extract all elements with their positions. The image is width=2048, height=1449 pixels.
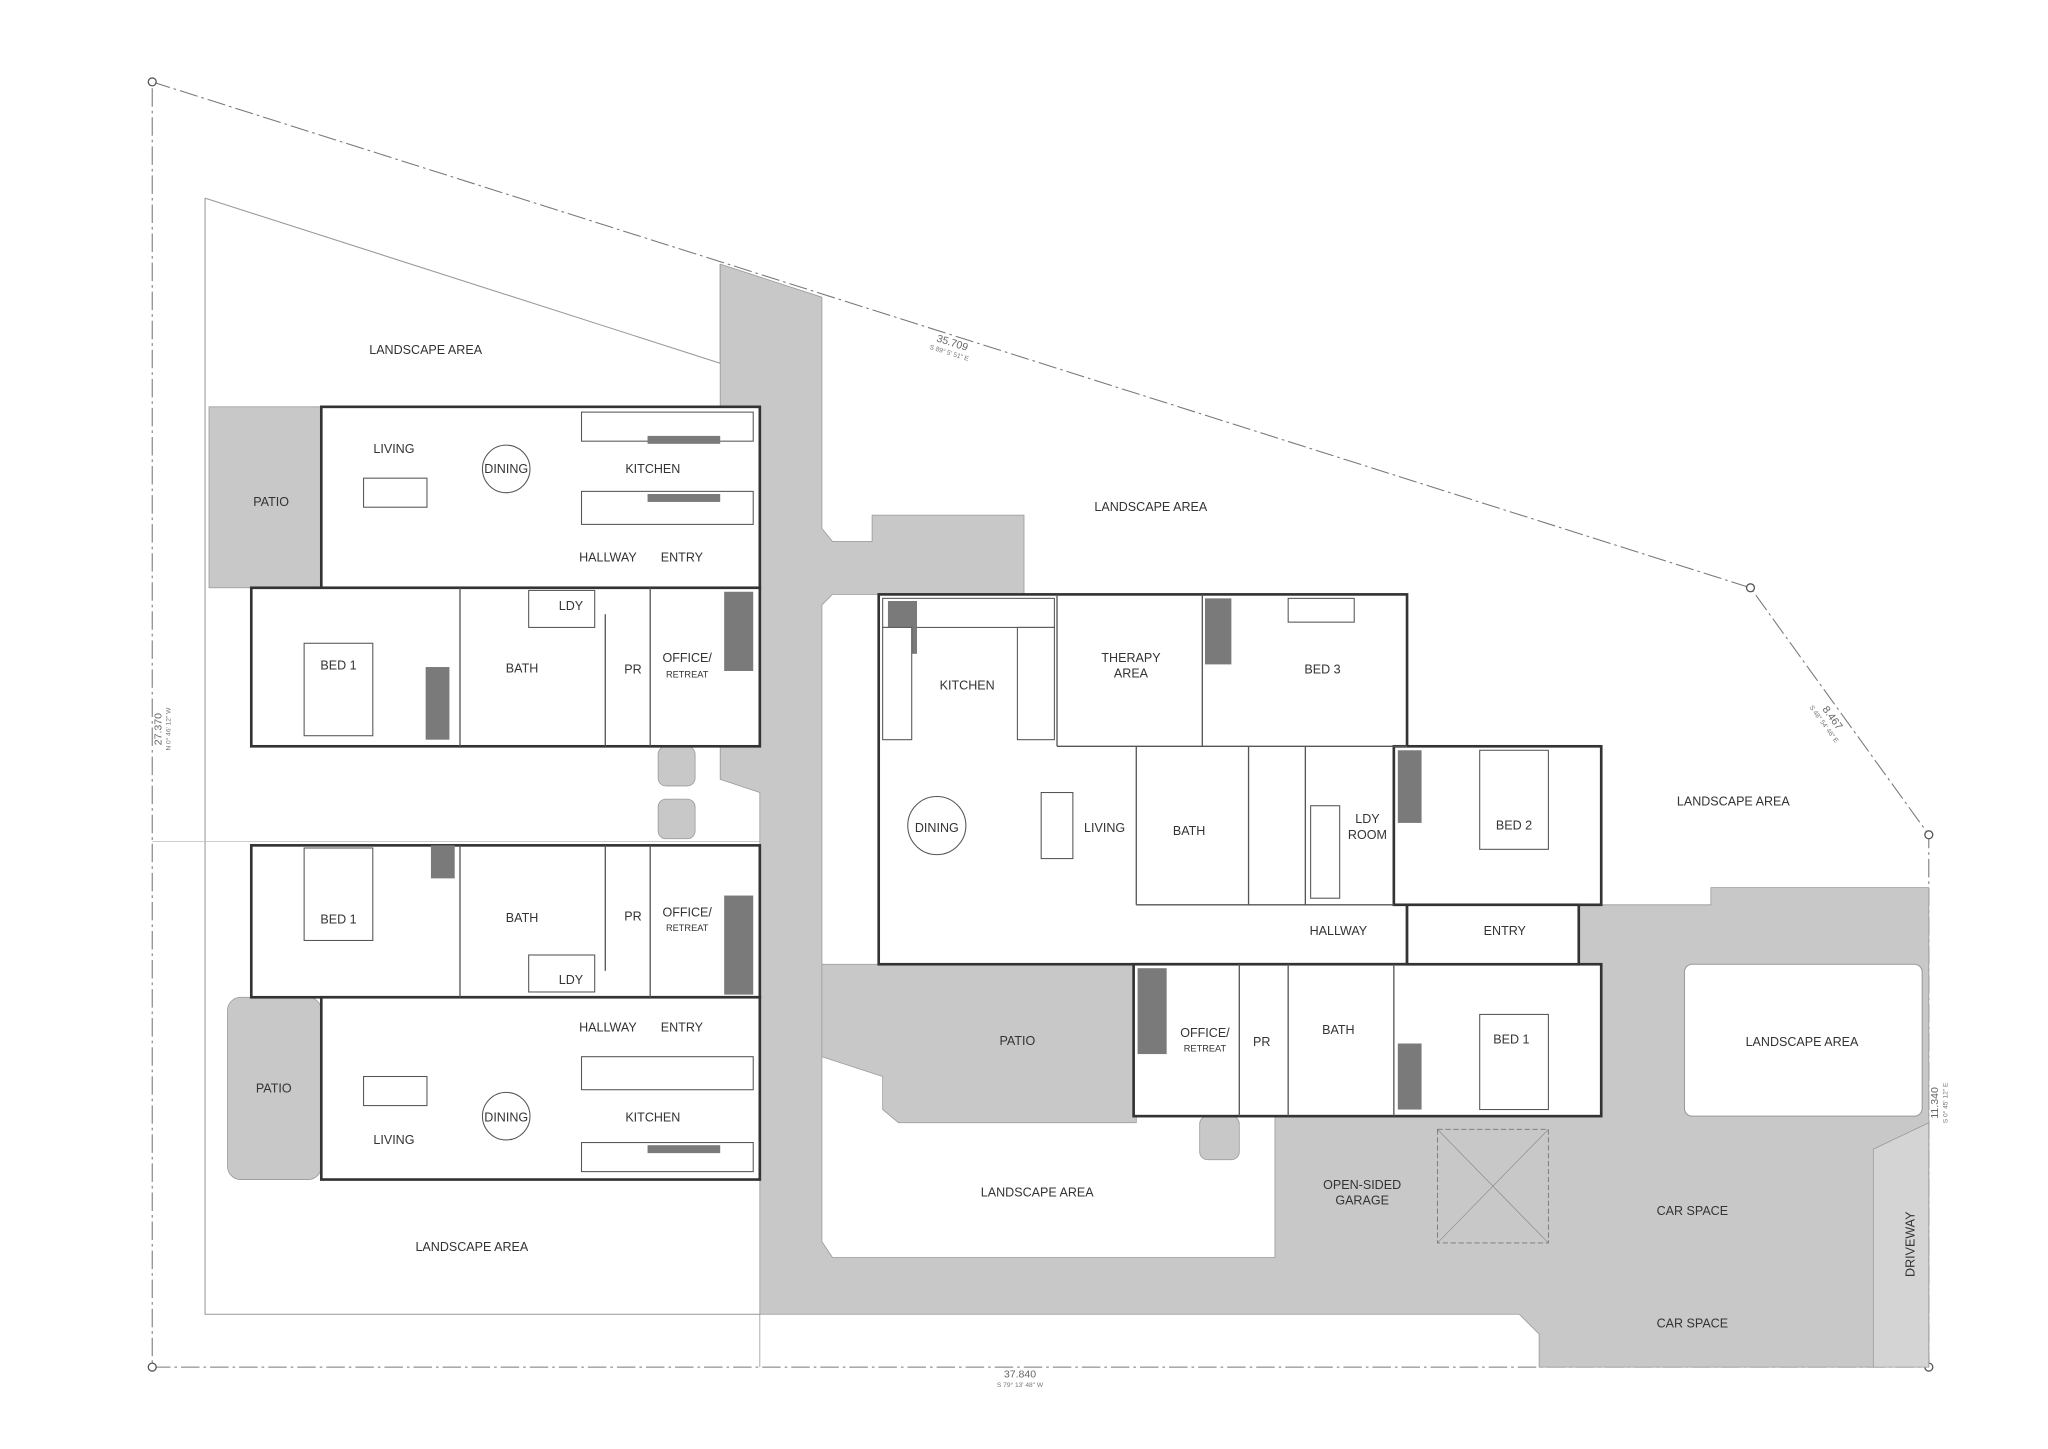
dim-west-bearing: N 0° 46' 12" W <box>165 707 173 751</box>
room-label-bath: BATH <box>506 911 539 925</box>
room-label-office: OFFICE/ <box>662 906 712 920</box>
room-label-room: ROOM <box>1348 828 1387 842</box>
room-label-dining: DINING <box>484 462 528 476</box>
room-label-bath-upper: BATH <box>1173 824 1206 838</box>
room-label-living: LIVING <box>1084 821 1125 835</box>
dimension-labels: 35.709 S 89° 5' 51" E 27.370 N 0° 46' 12… <box>152 333 1949 1389</box>
label-landscape-sw: LANDSCAPE AREA <box>415 1240 528 1254</box>
room-label-pr: PR <box>624 910 641 924</box>
main-house: KITCHEN THERAPY AREA BED 3 DINING LIVING… <box>877 593 1603 1118</box>
label-landscape-e: LANDSCAPE AREA <box>1677 795 1790 809</box>
label-patio: PATIO <box>1000 1034 1036 1048</box>
label-car-space: CAR SPACE <box>1657 1316 1729 1330</box>
room-label-entry: ENTRY <box>1484 924 1527 938</box>
dim-east-length: 11.340 <box>1929 1087 1941 1119</box>
room-label-dining: DINING <box>484 1110 528 1124</box>
room-label-ldy: LDY <box>1355 812 1380 826</box>
site-labels: LANDSCAPE AREA LANDSCAPE AREA LANDSCAPE … <box>369 343 1917 1330</box>
room-label-patio: PATIO <box>253 495 289 509</box>
label-garage-2: GARAGE <box>1335 1194 1389 1208</box>
dim-east-bearing: S 0° 45' 12" E <box>1941 1082 1949 1123</box>
fence <box>204 198 760 1315</box>
label-car-space: CAR SPACE <box>1657 1204 1729 1218</box>
room-label-bed: BED 1 <box>320 659 356 673</box>
room-label-bed3: BED 3 <box>1304 663 1340 677</box>
label-landscape-se: LANDSCAPE AREA <box>1746 1035 1859 1049</box>
room-label-bath: BATH <box>506 661 539 675</box>
room-label-therapy: THERAPY <box>1101 651 1161 665</box>
dim-south-bearing: S 79° 13' 48" W <box>997 1381 1044 1389</box>
room-label-entry: ENTRY <box>661 1021 704 1035</box>
room-label-pr: PR <box>624 663 641 677</box>
room-label-bed2: BED 2 <box>1496 819 1532 833</box>
room-label-bed: BED 1 <box>320 912 356 926</box>
room-label-ldy: LDY <box>559 973 584 987</box>
room-label-dining: DINING <box>915 821 959 835</box>
room-label-hallway: HALLWAY <box>579 550 637 564</box>
label-landscape-ne: LANDSCAPE AREA <box>1094 500 1207 514</box>
dim-south-length: 37.840 <box>1004 1369 1036 1381</box>
room-label-hallway: HALLWAY <box>579 1021 637 1035</box>
room-label-living: LIVING <box>373 1133 414 1147</box>
unit-bottom: PATIO LIVING DINING KITCHEN HALLWAY ENTR… <box>249 844 762 1181</box>
room-label-bath-lower: BATH <box>1322 1023 1355 1037</box>
room-label-patio: PATIO <box>256 1081 292 1095</box>
room-label-office: OFFICE/ <box>662 651 712 665</box>
room-label-hallway: HALLWAY <box>1310 924 1368 938</box>
room-label-kitchen: KITCHEN <box>625 1110 680 1124</box>
paving <box>208 263 1930 1368</box>
label-driveway: DRIVEWAY <box>1903 1211 1917 1277</box>
label-landscape-nw: LANDSCAPE AREA <box>369 343 482 357</box>
room-label-bed1: BED 1 <box>1493 1032 1529 1046</box>
room-label-entry: ENTRY <box>661 550 704 564</box>
room-label-area: AREA <box>1114 667 1149 681</box>
label-landscape-s-mid: LANDSCAPE AREA <box>981 1186 1094 1200</box>
room-label-living: LIVING <box>373 442 414 456</box>
room-label-office: OFFICE/ <box>1180 1026 1230 1040</box>
room-label-kitchen: KITCHEN <box>625 462 680 476</box>
room-label-retreat: RETREAT <box>666 923 709 933</box>
room-label-kitchen: KITCHEN <box>940 678 995 692</box>
room-label-ldy: LDY <box>559 599 584 613</box>
unit-top: PATIO LIVING DINING KITCHEN HALLWAY ENTR… <box>249 405 762 748</box>
label-garage: OPEN-SIDED <box>1323 1178 1401 1192</box>
room-label-pr: PR <box>1253 1035 1270 1049</box>
fence <box>204 197 721 364</box>
room-label-retreat: RETREAT <box>666 670 709 680</box>
dim-west-length: 27.370 <box>152 713 164 745</box>
room-label-retreat: RETREAT <box>1184 1043 1227 1053</box>
